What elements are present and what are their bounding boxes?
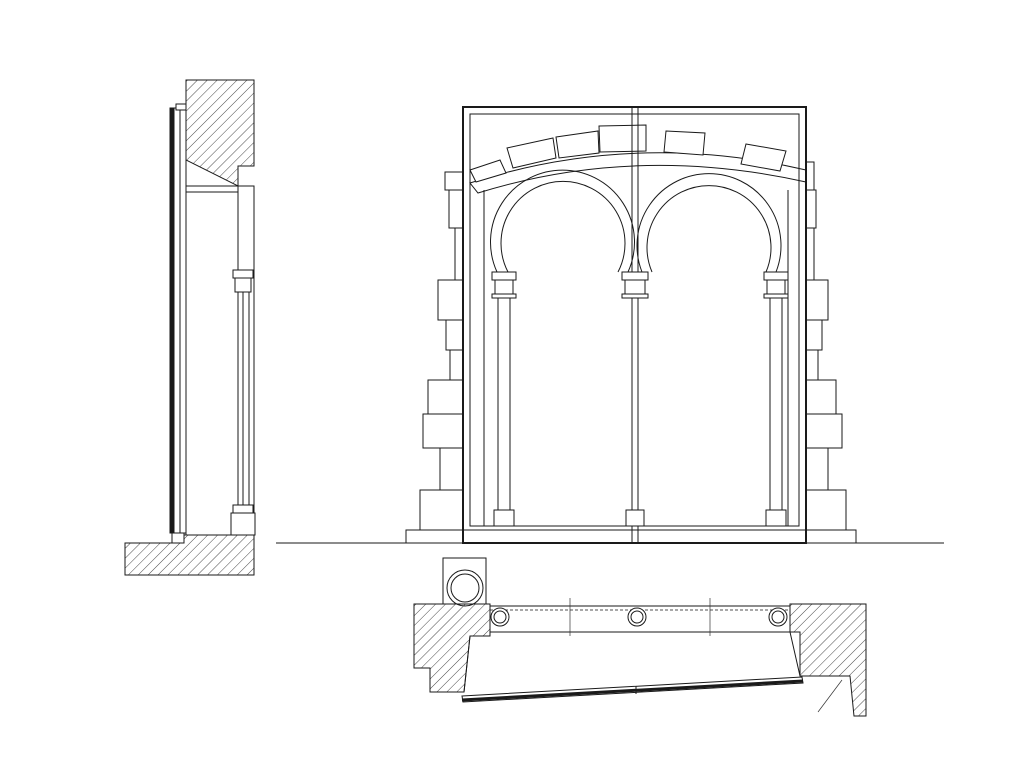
side-window-frame <box>169 103 187 544</box>
left-jamb-stones <box>405 171 464 544</box>
plan-left-wall <box>413 603 491 693</box>
column-right <box>763 271 789 527</box>
side-head-wall <box>185 79 255 187</box>
side-column <box>230 185 256 536</box>
column-center <box>621 271 649 527</box>
plan-reveal <box>463 631 801 693</box>
side-section-view <box>124 79 256 576</box>
plan-leader <box>817 679 843 713</box>
plan-right-wall <box>789 603 867 717</box>
front-elevation-view <box>405 106 857 544</box>
center-mullion <box>631 107 639 543</box>
side-reveal <box>185 185 239 536</box>
plan-rail <box>489 598 791 636</box>
side-sill-wall <box>124 534 255 576</box>
right-jamb-stones <box>805 161 857 544</box>
plan-glazing <box>461 676 804 703</box>
window-outer-frame <box>462 106 807 544</box>
double-arch <box>483 169 789 526</box>
plan-top-frame <box>442 557 487 607</box>
plan-section-view <box>413 557 867 717</box>
column-left <box>491 271 517 527</box>
